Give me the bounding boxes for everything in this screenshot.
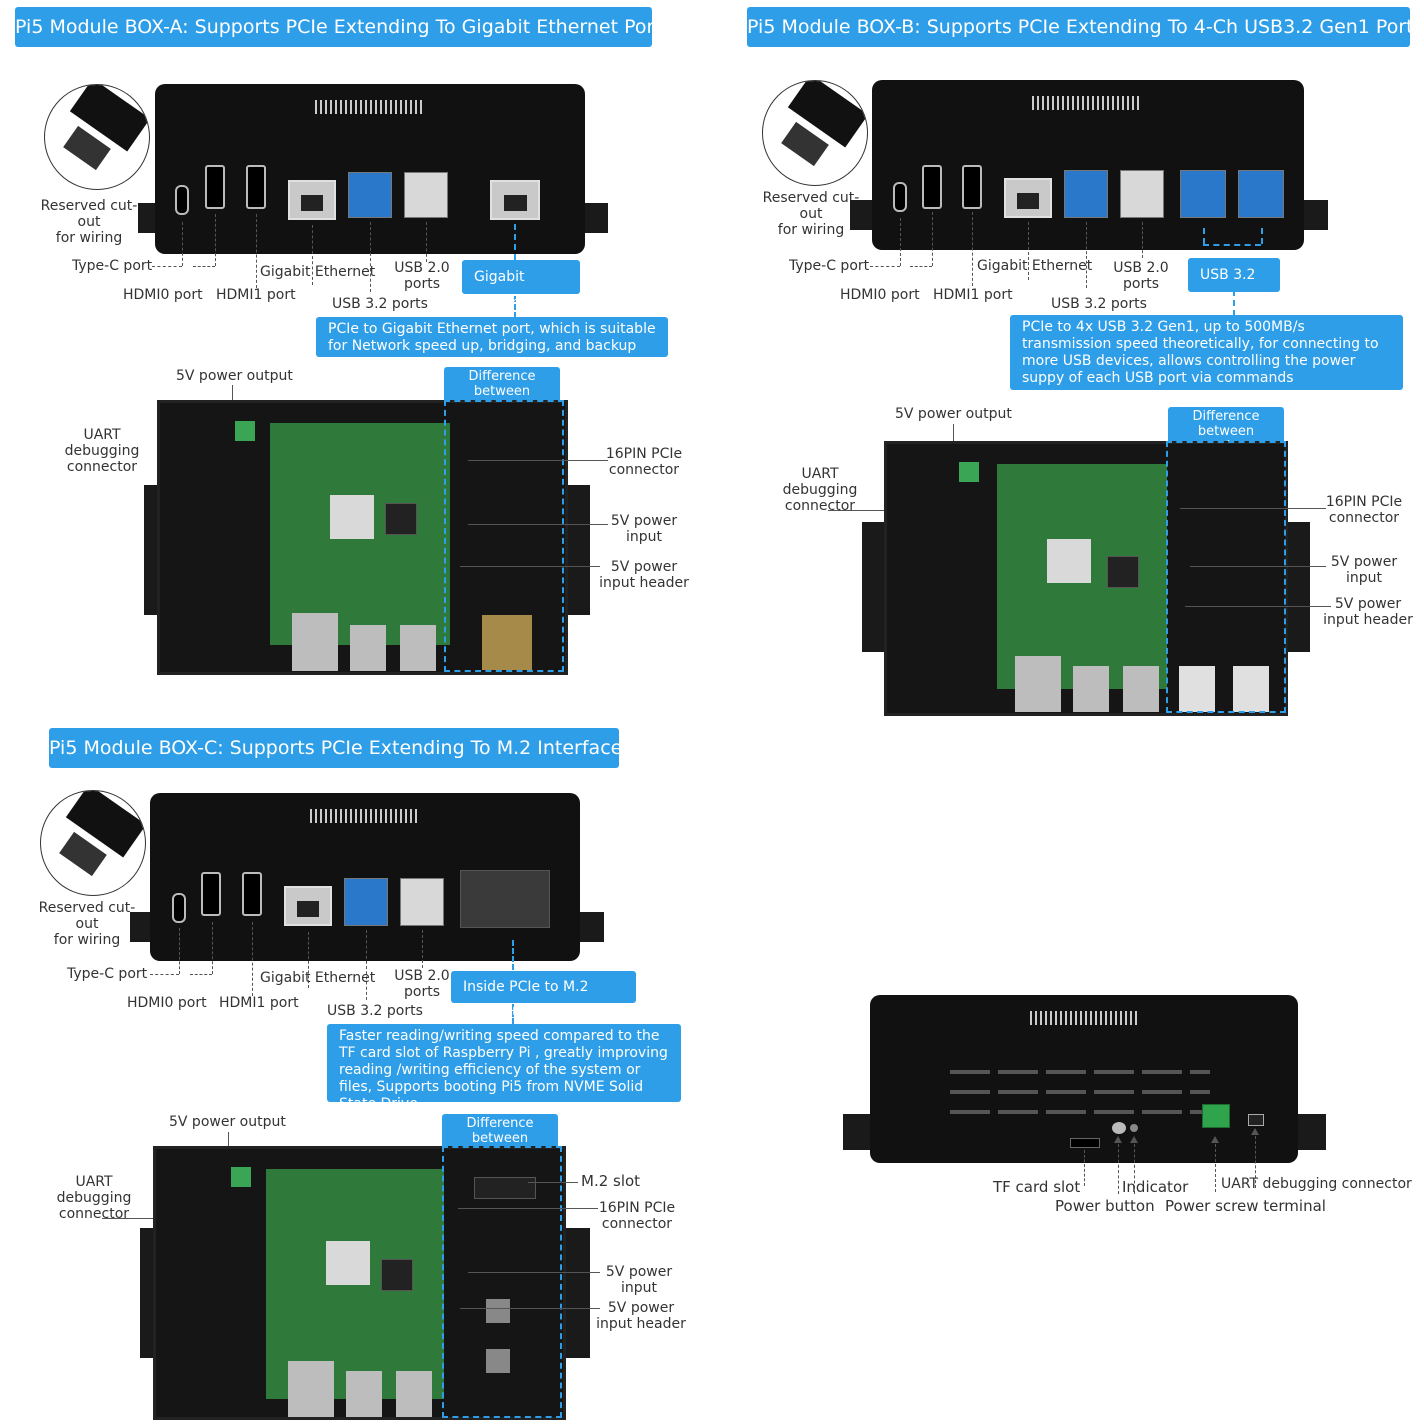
box-c-hdmi1-label: HDMI1 port (219, 995, 299, 1011)
box-a-title: Pi5 Module BOX-A: Supports PCIe Extendin… (15, 7, 662, 47)
box-a-diff-area (444, 400, 564, 672)
box-c-power-out-label: 5V power output (169, 1114, 286, 1130)
back-indicator (1130, 1124, 1138, 1132)
box-c-description: Faster reading/writing speed compared to… (327, 1024, 681, 1112)
box-b-typec-port (893, 182, 907, 212)
box-c-m2-label: M.2 slot (581, 1172, 641, 1190)
box-a-highlight: Gigabit Ethernet (462, 260, 580, 311)
box-b-hdmi1-label: HDMI1 port (933, 287, 1013, 303)
box-b-cutout-detail (762, 80, 868, 186)
box-c-highlight: Inside PCIe to M.2 adapter (451, 971, 636, 1019)
back-tf-slot (1070, 1138, 1100, 1148)
box-b-title: Pi5 Module BOX-B: Supports PCIe Extendin… (747, 7, 1424, 47)
box-c-hdmi0-label: HDMI0 port (127, 995, 207, 1011)
box-c-m2-adapter (460, 870, 550, 928)
box-a-16pin-label: 16PIN PCIe connector (605, 446, 683, 478)
box-b-case-front (872, 80, 1304, 250)
box-b-extra-usb-2 (1238, 170, 1284, 218)
box-a-hdmi0-port (205, 165, 225, 209)
box-c-usb20-label: USB 2.0 ports (394, 968, 450, 1000)
box-b-description: PCIe to 4x USB 3.2 Gen1, up to 500MB/s t… (1010, 315, 1403, 390)
box-b-hdmi0-port (922, 165, 942, 209)
box-b-power-out-label: 5V power output (895, 406, 1012, 422)
back-screw-terminal (1202, 1104, 1230, 1128)
box-c-uart-label: UART debugging connector (56, 1174, 132, 1222)
back-power-button (1112, 1122, 1126, 1134)
box-a-usb32-ports (348, 172, 392, 218)
box-b-cutout-label: Reserved cut-out for wiring (762, 190, 860, 238)
box-c-typec-label: Type-C port (67, 966, 148, 982)
box-a-board (157, 400, 568, 675)
box-b-usb32-label: USB 3.2 ports (1051, 296, 1147, 312)
box-a-power-in-label: 5V power input (610, 513, 678, 545)
box-a-cutout-detail (44, 84, 150, 190)
box-a-description: PCIe to Gigabit Ethernet port, which is … (316, 317, 668, 357)
back-indicator-label: Indicator (1122, 1178, 1189, 1196)
box-c-ethernet-port (284, 886, 332, 926)
box-b-usb20-ports (1120, 170, 1164, 218)
box-b-16pin-label: 16PIN PCIe connector (1325, 494, 1403, 526)
box-c-cutout-label: Reserved cut-out for wiring (38, 900, 136, 948)
box-c-power-header-label: 5V power input header (596, 1300, 686, 1332)
box-b-gigabit-label: Gigabit Ethernet (977, 258, 1093, 274)
box-c-cutout-detail (40, 790, 146, 896)
box-a-diff-tab: Difference between versions (444, 367, 560, 414)
box-c-usb20-ports (400, 878, 444, 926)
box-a-cutout-label: Reserved cut-out for wiring (40, 198, 138, 246)
box-b-uart-label: UART debugging connector (782, 466, 858, 514)
box-a-power-out-label: 5V power output (176, 368, 293, 384)
box-c-power-in-label: 5V power input (605, 1264, 673, 1296)
box-a-usb32-label: USB 3.2 ports (332, 296, 428, 312)
box-c-diff-tab: Difference between versions (442, 1114, 558, 1161)
box-a-hdmi1-port (246, 165, 266, 209)
box-b-hdmi0-label: HDMI0 port (840, 287, 920, 303)
box-a-power-header-label: 5V power input header (599, 559, 689, 591)
box-a-usb20-label: USB 2.0 ports (394, 260, 450, 292)
box-b-extra-usb-1 (1180, 170, 1226, 218)
box-a-typec-label: Type-C port (72, 258, 153, 274)
back-terminal-label: Power screw terminal (1165, 1197, 1326, 1215)
back-case (870, 995, 1298, 1163)
box-b-usb20-label: USB 2.0 ports (1113, 260, 1169, 292)
box-b-power-in-label: 5V power input (1330, 554, 1398, 586)
box-b-board (884, 441, 1288, 716)
box-c-typec-port (172, 893, 186, 923)
box-b-power-header-label: 5V power input header (1323, 596, 1413, 628)
box-c-usb32-label: USB 3.2 ports (327, 1003, 423, 1019)
box-c-hdmi1-port (242, 872, 262, 916)
box-b-diff-area (1166, 441, 1286, 713)
box-c-gigabit-label: Gigabit Ethernet (260, 970, 376, 986)
box-a-ethernet-port (288, 180, 336, 220)
box-c-board (153, 1146, 566, 1420)
box-b-usb32-ports (1064, 170, 1108, 218)
box-c-usb32-ports (344, 878, 388, 926)
box-b-hdmi1-port (962, 165, 982, 209)
box-a-typec-port (175, 185, 189, 215)
box-a-hdmi0-label: HDMI0 port (123, 287, 203, 303)
box-a-hdmi1-label: HDMI1 port (216, 287, 296, 303)
box-c-inner-mount-right (562, 1228, 590, 1358)
back-tf-label: TF card slot (993, 1178, 1081, 1196)
box-a-extra-ethernet-port (490, 180, 540, 220)
box-c-16pin-label: 16PIN PCIe connector (598, 1200, 676, 1232)
back-power-button-label: Power button (1055, 1197, 1155, 1215)
box-b-typec-label: Type-C port (789, 258, 870, 274)
box-a-gigabit-label: Gigabit Ethernet (260, 264, 376, 280)
box-c-title: Pi5 Module BOX-C: Supports PCIe Extendin… (49, 728, 622, 768)
back-uart-port (1248, 1114, 1264, 1126)
box-c-hdmi0-port (201, 872, 221, 916)
box-b-highlight: USB 3.2 ×4 (1188, 258, 1280, 309)
box-a-usb20-ports (404, 172, 448, 218)
back-uart-label: UART debugging connector (1221, 1176, 1412, 1192)
box-b-ethernet-port (1004, 178, 1052, 218)
box-c-diff-area (442, 1146, 562, 1418)
box-a-uart-label: UART debugging connector (64, 427, 140, 475)
box-b-diff-tab: Difference between versions (1168, 407, 1284, 454)
